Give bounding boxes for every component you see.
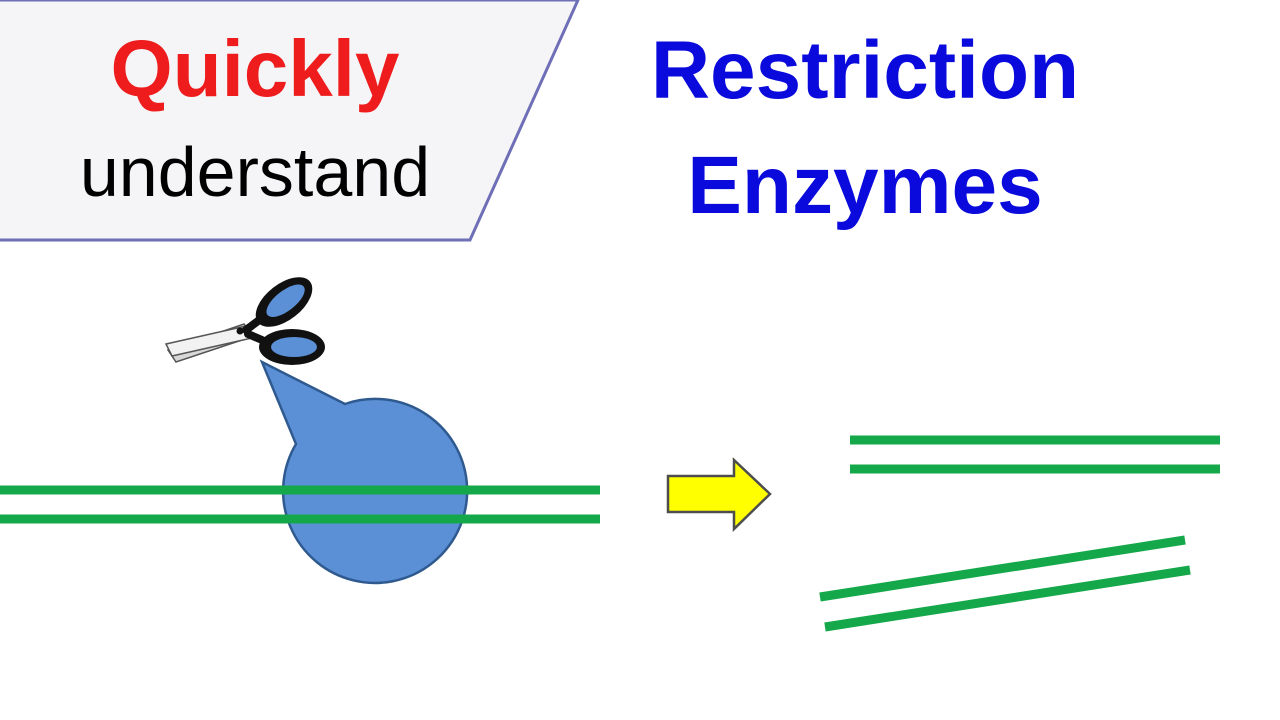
restriction-enzyme-shape [259,359,469,585]
title-enzymes-text: Enzymes [687,140,1043,231]
dna-fragment-2 [819,535,1191,632]
dna-fragment-2-strand-top [819,535,1186,602]
dna-fragment-2-strand-bottom [824,565,1191,632]
banner-understand-text: understand [80,133,430,211]
banner-quickly-text: Quickly [110,24,400,113]
title-banner [0,0,580,242]
right-arrow-icon [666,457,772,532]
title-restriction-text: Restriction [651,25,1079,116]
dna-fragment-1 [850,435,1220,474]
scissors-icon [164,277,325,365]
dna-uncut [0,485,600,524]
